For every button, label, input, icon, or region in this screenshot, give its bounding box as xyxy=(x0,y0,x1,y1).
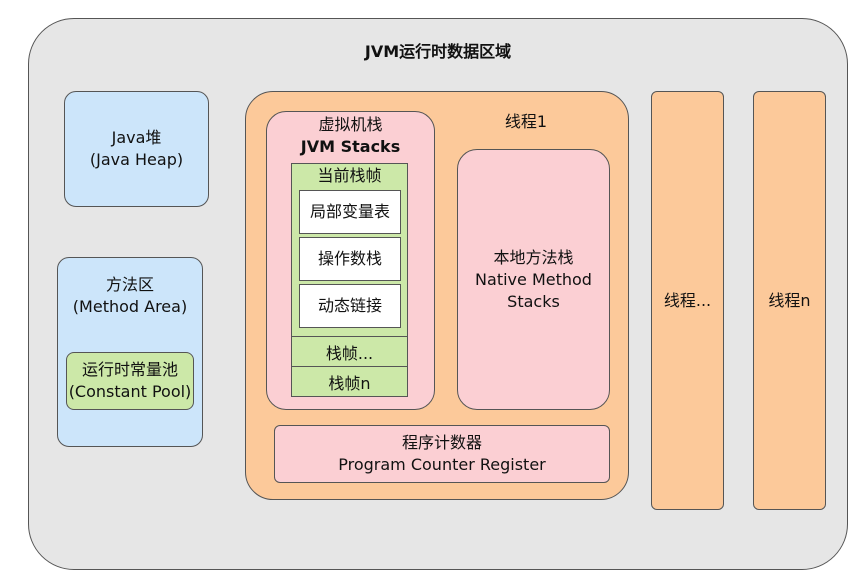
pc-register-label-cn: 程序计数器 xyxy=(401,433,482,452)
pc-register-label-en: Program Counter Register xyxy=(338,455,546,474)
thread-more-box: 线程... xyxy=(651,91,724,510)
native-stacks-label-cn: 本地方法栈 xyxy=(493,247,574,267)
thread-more-label: 线程... xyxy=(663,290,712,310)
method-area-box: 方法区 (Method Area) 运行时常量池 (Constant Pool) xyxy=(57,257,203,447)
heap-label-cn: Java堆 xyxy=(111,128,162,147)
constant-pool-label-cn: 运行时常量池 xyxy=(81,360,178,379)
jvm-stacks-label-en: JVM Stacks xyxy=(300,137,401,156)
local-variable-table-label: 局部变量表 xyxy=(309,202,390,221)
method-area-label-cn: 方法区 xyxy=(105,275,154,294)
heap-label-en: (Java Heap) xyxy=(89,150,184,169)
constant-pool-box: 运行时常量池 (Constant Pool) xyxy=(66,352,194,410)
operand-stack-label: 操作数栈 xyxy=(317,249,382,268)
frame-n: 栈帧n xyxy=(292,366,407,396)
thread-1-label: 线程1 xyxy=(504,112,548,131)
dynamic-linking: 动态链接 xyxy=(299,284,401,328)
program-counter-register-box: 程序计数器 Program Counter Register xyxy=(274,425,610,483)
java-heap-box: Java堆 (Java Heap) xyxy=(64,91,209,207)
native-stacks-label-en-2: Stacks xyxy=(507,291,560,311)
thread-1-box: 线程1 虚拟机栈 JVM Stacks 当前栈帧 局部变量表 操作数栈 动态链接… xyxy=(245,91,629,500)
thread-n-box: 线程n xyxy=(753,91,826,510)
stack-frames: 当前栈帧 局部变量表 操作数栈 动态链接 栈帧... 栈帧n xyxy=(291,163,408,397)
dynamic-linking-label: 动态链接 xyxy=(317,296,382,315)
frame-more-label: 栈帧... xyxy=(325,343,374,363)
operand-stack: 操作数栈 xyxy=(299,237,401,281)
native-stacks-label-en-1: Native Method xyxy=(475,269,592,289)
jvm-stacks-label-cn: 虚拟机栈 xyxy=(318,115,383,134)
local-variable-table: 局部变量表 xyxy=(299,190,401,234)
current-frame-label: 当前栈帧 xyxy=(317,166,382,185)
frame-more: 栈帧... xyxy=(292,336,407,366)
frame-n-label: 栈帧n xyxy=(328,373,371,393)
constant-pool-label-en: (Constant Pool) xyxy=(68,382,192,401)
native-method-stacks-box: 本地方法栈 Native Method Stacks xyxy=(457,149,610,410)
diagram-title: JVM运行时数据区域 xyxy=(364,42,512,61)
thread-n-label: 线程n xyxy=(768,290,811,310)
method-area-label-en: (Method Area) xyxy=(72,297,188,316)
jvm-stacks-box: 虚拟机栈 JVM Stacks 当前栈帧 局部变量表 操作数栈 动态链接 栈帧.… xyxy=(266,111,435,410)
